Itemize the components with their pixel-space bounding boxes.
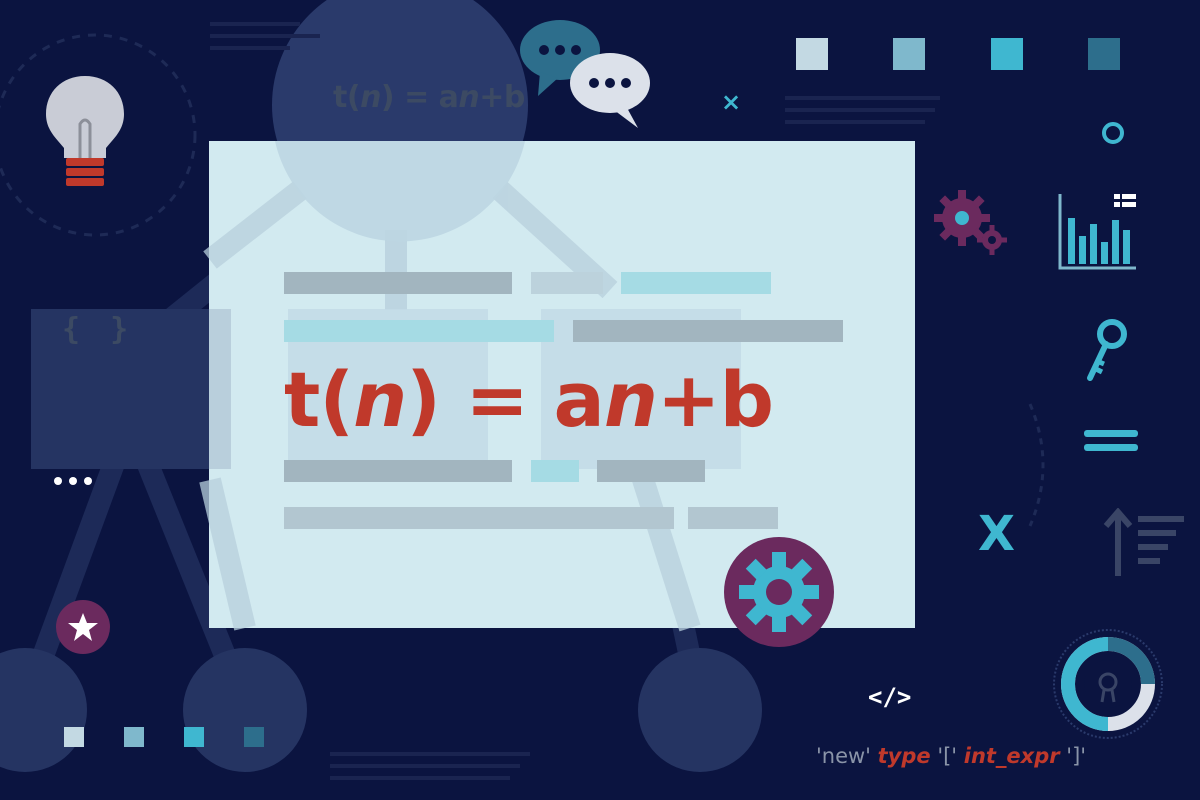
- square-icon: [991, 38, 1023, 70]
- sort-ascending-icon: [1103, 508, 1184, 576]
- dashed-ring: [0, 33, 197, 237]
- text-bar: [531, 272, 603, 294]
- code-icon: </>: [868, 683, 912, 711]
- chat-bubbles-icon: [520, 20, 650, 128]
- text-bar: [621, 272, 771, 294]
- equals-icon: [1084, 430, 1138, 451]
- bar-chart-icon: [1058, 194, 1136, 270]
- tree-node-bottom-2: [183, 648, 307, 772]
- tree-node-left: [31, 309, 231, 469]
- text-bar: [284, 272, 512, 294]
- ring-icon: [1102, 122, 1124, 144]
- donut-chart-icon: [1053, 629, 1163, 739]
- gears-icon: [934, 190, 1007, 255]
- square-icon: [893, 38, 925, 70]
- square-icon: [64, 727, 84, 747]
- text-bar: [284, 320, 554, 342]
- text-bar: [597, 460, 705, 482]
- close-icon: ×: [721, 88, 742, 116]
- ellipsis-icon: [54, 477, 92, 485]
- x-icon: X: [978, 506, 1016, 562]
- dashed-arc: [1028, 403, 1045, 527]
- text-bar: [573, 320, 843, 342]
- panel-node-overlap: [275, 141, 525, 242]
- braces-icon: { }: [62, 312, 135, 347]
- square-icon: [124, 727, 144, 747]
- panel-box-overlap-left: [209, 309, 231, 469]
- text-bar: [284, 507, 674, 529]
- tree-node-bottom-3: [638, 648, 762, 772]
- lightbulb-icon: [46, 76, 124, 186]
- square-icon: [1088, 38, 1120, 70]
- text-bar: [284, 460, 512, 482]
- star-icon: [56, 600, 110, 654]
- key-icon: [1087, 319, 1127, 381]
- settings-gear-icon: [724, 537, 834, 647]
- code-expression: 'new' type '[' int_expr ']': [816, 744, 1087, 768]
- text-bar: [531, 460, 579, 482]
- formula-top: t(n) = an+b: [333, 80, 525, 115]
- square-icon: [244, 727, 264, 747]
- formula-main: t(n) = an+b: [284, 355, 774, 444]
- square-icon: [796, 38, 828, 70]
- square-icon: [184, 727, 204, 747]
- text-bar: [688, 507, 778, 529]
